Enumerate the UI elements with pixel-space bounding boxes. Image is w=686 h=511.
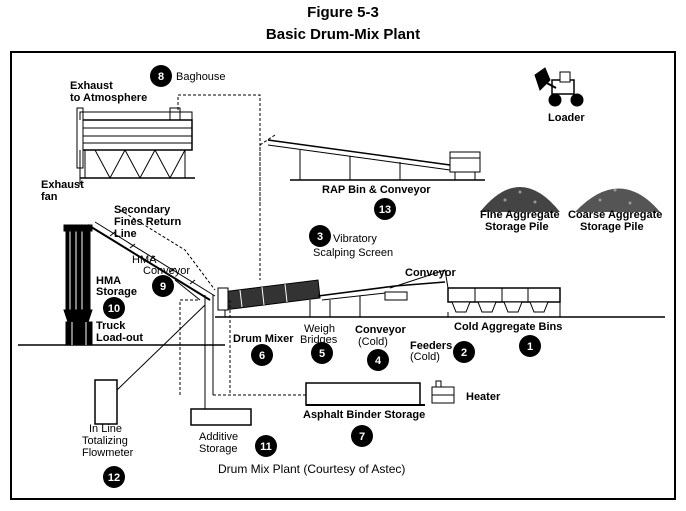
label-vibratory: Vibratory — [333, 233, 377, 245]
label-conveyor-cold: Conveyor — [355, 324, 406, 336]
marker-11 — [255, 435, 277, 457]
pile-texture — [503, 188, 632, 205]
marker-10-number: 10 — [108, 303, 120, 315]
figure-title: Basic Drum-Mix Plant — [265, 26, 421, 43]
label-fines-return: Fines Return — [114, 216, 182, 228]
marker-9 — [152, 275, 174, 297]
label-fine-aggregate: Fine Aggregate — [480, 209, 560, 221]
label-flowmeter: Flowmeter — [82, 447, 134, 459]
hma-conveyor-drawing — [87, 221, 216, 301]
additive-storage-box — [190, 408, 252, 426]
marker-3 — [309, 225, 331, 247]
label-loader: Loader — [548, 112, 585, 124]
marker-13 — [374, 198, 396, 220]
fine-aggregate-pile — [480, 187, 560, 212]
marker-3-number: 3 — [317, 231, 323, 243]
marker-5 — [311, 342, 333, 364]
label-hma-storage-1: HMA — [96, 275, 121, 287]
label-storage: Storage — [199, 443, 238, 455]
flowmeter-box — [94, 379, 118, 425]
label-conveyor-cold-sub: (Cold) — [358, 336, 388, 348]
marker-4 — [367, 349, 389, 371]
rap-bin-drawing — [267, 139, 485, 181]
marker-8 — [150, 65, 172, 87]
label-conveyor: Conveyor — [405, 267, 456, 279]
label-asphalt-binder-storage: Asphalt Binder Storage — [303, 409, 425, 421]
cold-aggregate-bins-drawing — [447, 287, 561, 317]
heater-drawing — [431, 380, 455, 404]
marker-6-number: 6 — [259, 350, 265, 362]
marker-13-number: 13 — [379, 204, 391, 216]
label-additive: Additive — [199, 431, 238, 443]
label-in-line: In Line — [89, 423, 122, 435]
marker-5-number: 5 — [319, 348, 325, 360]
marker-8-number: 8 — [158, 71, 164, 83]
label-feeders-cold: (Cold) — [410, 351, 440, 363]
label-coarse-aggregate: Coarse Aggregate — [568, 209, 662, 221]
marker-6 — [251, 344, 273, 366]
exhaust-duct — [177, 94, 261, 280]
marker-12 — [103, 466, 125, 488]
label-weigh: Weigh — [304, 323, 335, 335]
label-to-atmosphere: to Atmosphere — [70, 92, 147, 104]
marker-7-number: 7 — [359, 431, 365, 443]
label-secondary: Secondary — [114, 204, 171, 216]
label-drum-mixer: Drum Mixer — [233, 333, 294, 345]
label-line: Line — [114, 228, 137, 240]
label-bridges: Bridges — [300, 334, 338, 346]
label-hma-storage-2: Storage — [96, 286, 137, 298]
drum-mixer-drawing — [217, 279, 321, 317]
label-baghouse: Baghouse — [176, 71, 226, 83]
label-feeders: Feeders — [410, 340, 452, 352]
rap-return-line — [259, 134, 276, 205]
fines-return-line — [119, 209, 216, 291]
figure-number: Figure 5-3 — [307, 4, 379, 21]
marker-1-number: 1 — [527, 341, 533, 353]
label-truck: Truck — [96, 320, 126, 332]
asphalt-binder-tank — [305, 382, 421, 406]
label-hma-conveyor-2: Conveyor — [143, 265, 190, 277]
binder-piping — [116, 279, 306, 409]
label-exhaust-fan-2: fan — [41, 191, 58, 203]
marker-7 — [351, 425, 373, 447]
marker-11-number: 11 — [260, 441, 272, 453]
label-scalping-screen: Scalping Screen — [313, 247, 393, 259]
marker-9-number: 9 — [160, 281, 166, 293]
label-exhaust-fan-1: Exhaust — [41, 179, 84, 191]
marker-10 — [103, 297, 125, 319]
label-exhaust: Exhaust — [70, 80, 113, 92]
baghouse-drawing — [76, 107, 195, 185]
diagram-frame — [10, 51, 676, 500]
marker-1 — [519, 335, 541, 357]
label-hma-conveyor-1: HMA — [132, 254, 157, 266]
label-fine-storage-pile: Storage Pile — [485, 221, 549, 233]
marker-12-number: 12 — [108, 472, 120, 484]
label-rap-bin-conveyor: RAP Bin & Conveyor — [322, 184, 431, 196]
marker-4-number: 4 — [375, 355, 382, 367]
label-heater: Heater — [466, 391, 501, 403]
label-load-out: Load-out — [96, 332, 143, 344]
hma-storage-silo — [63, 224, 93, 346]
marker-2-number: 2 — [461, 347, 467, 359]
loader-drawing — [534, 67, 584, 107]
coarse-aggregate-pile — [575, 188, 660, 212]
marker-2 — [453, 341, 475, 363]
figure-caption: Drum Mix Plant (Courtesy of Astec) — [218, 462, 405, 476]
label-cold-aggregate-bins: Cold Aggregate Bins — [454, 321, 562, 333]
label-coarse-storage-pile: Storage Pile — [580, 221, 644, 233]
label-totalizing: Totalizing — [82, 435, 128, 447]
